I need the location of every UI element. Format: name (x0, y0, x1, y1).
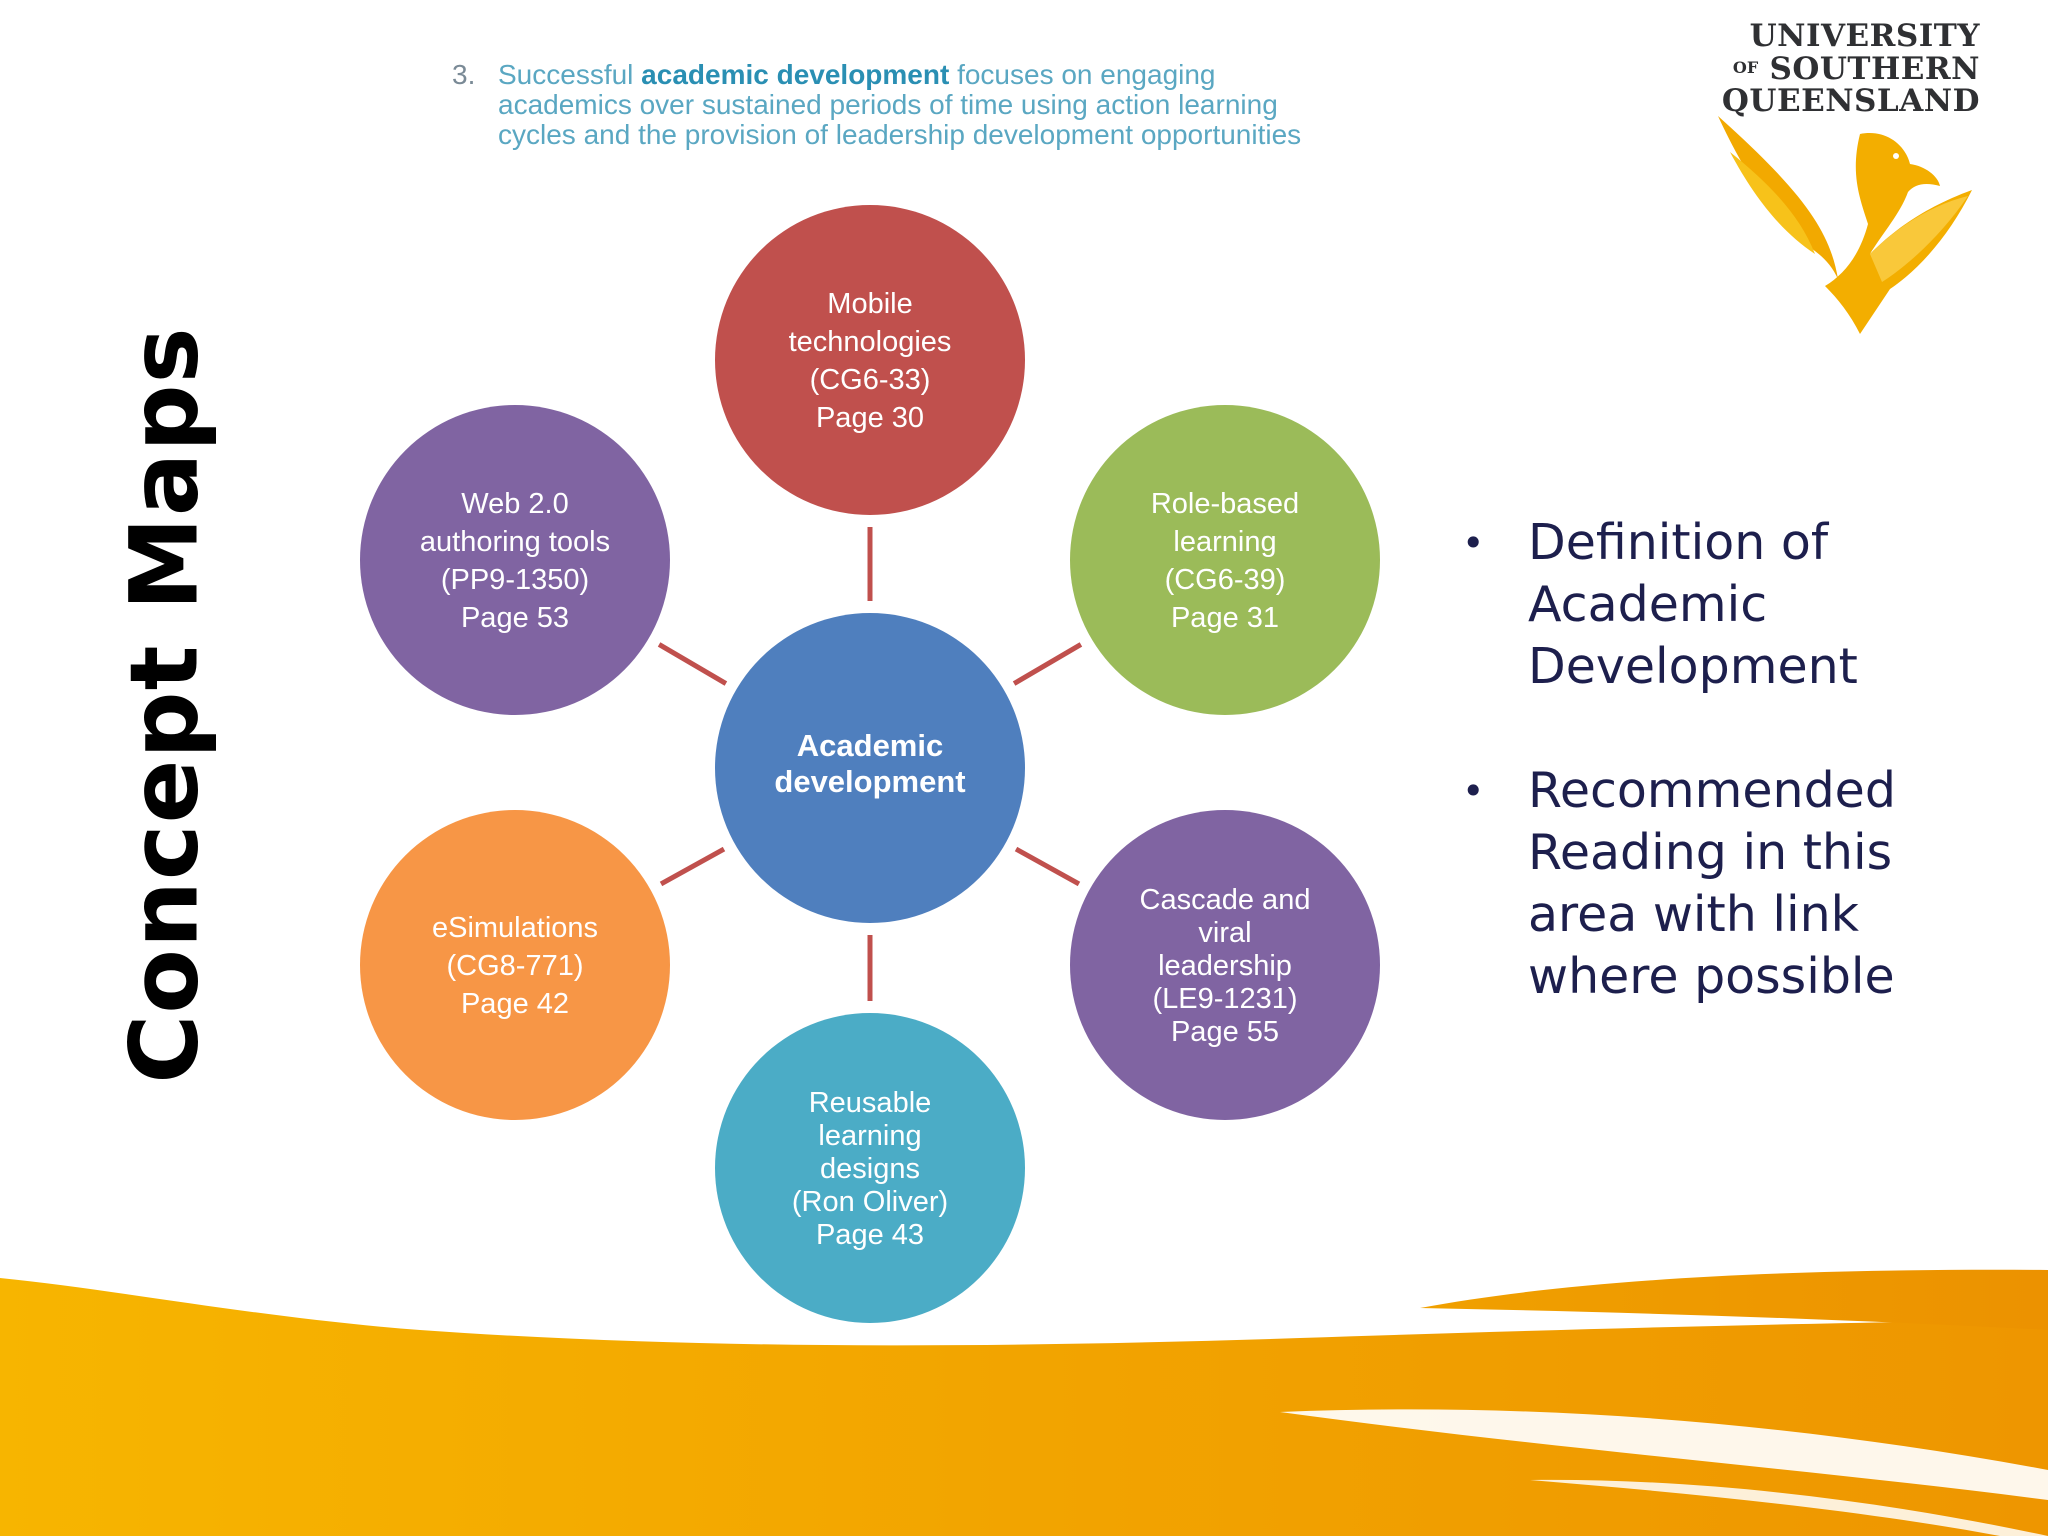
logo-wordmark: UNIVERSITY OF SOUTHERN QUEENSLAND (1721, 18, 1980, 119)
swoosh-main (0, 1278, 2048, 1536)
node-label-cascade-line-4: Page 55 (1171, 1016, 1279, 1048)
node-label-role-line-1: learning (1173, 526, 1276, 558)
node-label-mobile-line-1: technologies (789, 326, 952, 358)
swoosh-upper (1420, 1269, 2048, 1330)
node-label-web-line-0: Web 2.0 (461, 488, 568, 520)
node-label-cascade-line-2: leadership (1158, 950, 1292, 982)
bullet-item-definition: • Definition of Academic Development (1462, 512, 2022, 698)
node-label-cascade-line-1: viral (1198, 917, 1251, 949)
node-circle-esim (360, 810, 670, 1120)
node-label-web-line-3: Page 53 (461, 602, 569, 634)
connector-line-role (1012, 642, 1083, 686)
node-label-role-line-2: (CG6-39) (1165, 564, 1286, 596)
node-label-role-line-3: Page 31 (1171, 602, 1279, 634)
bullet-list: • Definition of Academic Development • R… (1462, 512, 2022, 1070)
node-label-mobile-line-2: (CG6-33) (810, 364, 931, 396)
university-logo: UNIVERSITY OF SOUTHERN QUEENSLAND (1710, 18, 1980, 334)
caption-highlight: academic development (641, 59, 950, 90)
node-circle-web (360, 405, 670, 715)
node-label-esim-line-0: eSimulations (432, 912, 598, 944)
caption: 3. Successful academic development focus… (452, 60, 1412, 150)
node-label-reusable-line-4: Page 43 (816, 1219, 924, 1251)
caption-number: 3. (452, 59, 476, 90)
node-circle-role (1070, 405, 1380, 715)
node-circle-reusable (715, 1013, 1025, 1323)
node-circle-mobile (715, 205, 1025, 515)
node-circle-center (715, 613, 1025, 923)
connector-line-web (657, 642, 728, 686)
node-label-cascade-line-0: Cascade and (1140, 884, 1311, 916)
connector-line-esim (659, 846, 726, 887)
node-label-reusable-line-2: designs (820, 1153, 920, 1185)
node-label-mobile-line-3: Page 30 (816, 402, 924, 434)
node-label-center-line-0: Academic (797, 728, 943, 763)
node-circle-cascade (1070, 810, 1380, 1120)
bullet-item-reading: • Recommended Reading in this area with … (1462, 760, 2022, 1008)
phoenix-logo-icon (1718, 116, 1972, 334)
node-label-web-line-2: (PP9-1350) (441, 564, 589, 596)
node-label-web-line-1: authoring tools (420, 526, 610, 558)
bullet-text: Recommended Reading in this area with li… (1528, 762, 1896, 1005)
node-label-cascade-line-3: (LE9-1231) (1152, 983, 1297, 1015)
node-label-esim-line-2: Page 42 (461, 988, 569, 1020)
node-label-esim-line-1: (CG8-771) (447, 950, 584, 982)
node-label-role-line-0: Role-based (1151, 488, 1299, 520)
node-label-reusable-line-0: Reusable (809, 1087, 932, 1119)
node-label-reusable-line-3: (Ron Oliver) (792, 1186, 948, 1218)
caption-line-1: Successful academic development focuses … (498, 59, 1216, 90)
bullet-dot-icon: • (1462, 769, 1485, 813)
swoosh-band-1 (1280, 1409, 2048, 1500)
caption-line-2: academics over sustained periods of time… (498, 89, 1278, 120)
bullet-dot-icon: • (1462, 521, 1485, 565)
node-label-reusable-line-1: learning (818, 1120, 921, 1152)
connector-line-cascade (1014, 846, 1081, 887)
node-label-center-line-1: development (774, 764, 965, 799)
caption-line-3: cycles and the provision of leadership d… (498, 119, 1302, 150)
bullet-text: Definition of Academic Development (1528, 514, 1858, 695)
node-label-mobile-line-0: Mobile (827, 288, 912, 320)
swoosh-band-2 (1530, 1479, 2048, 1536)
